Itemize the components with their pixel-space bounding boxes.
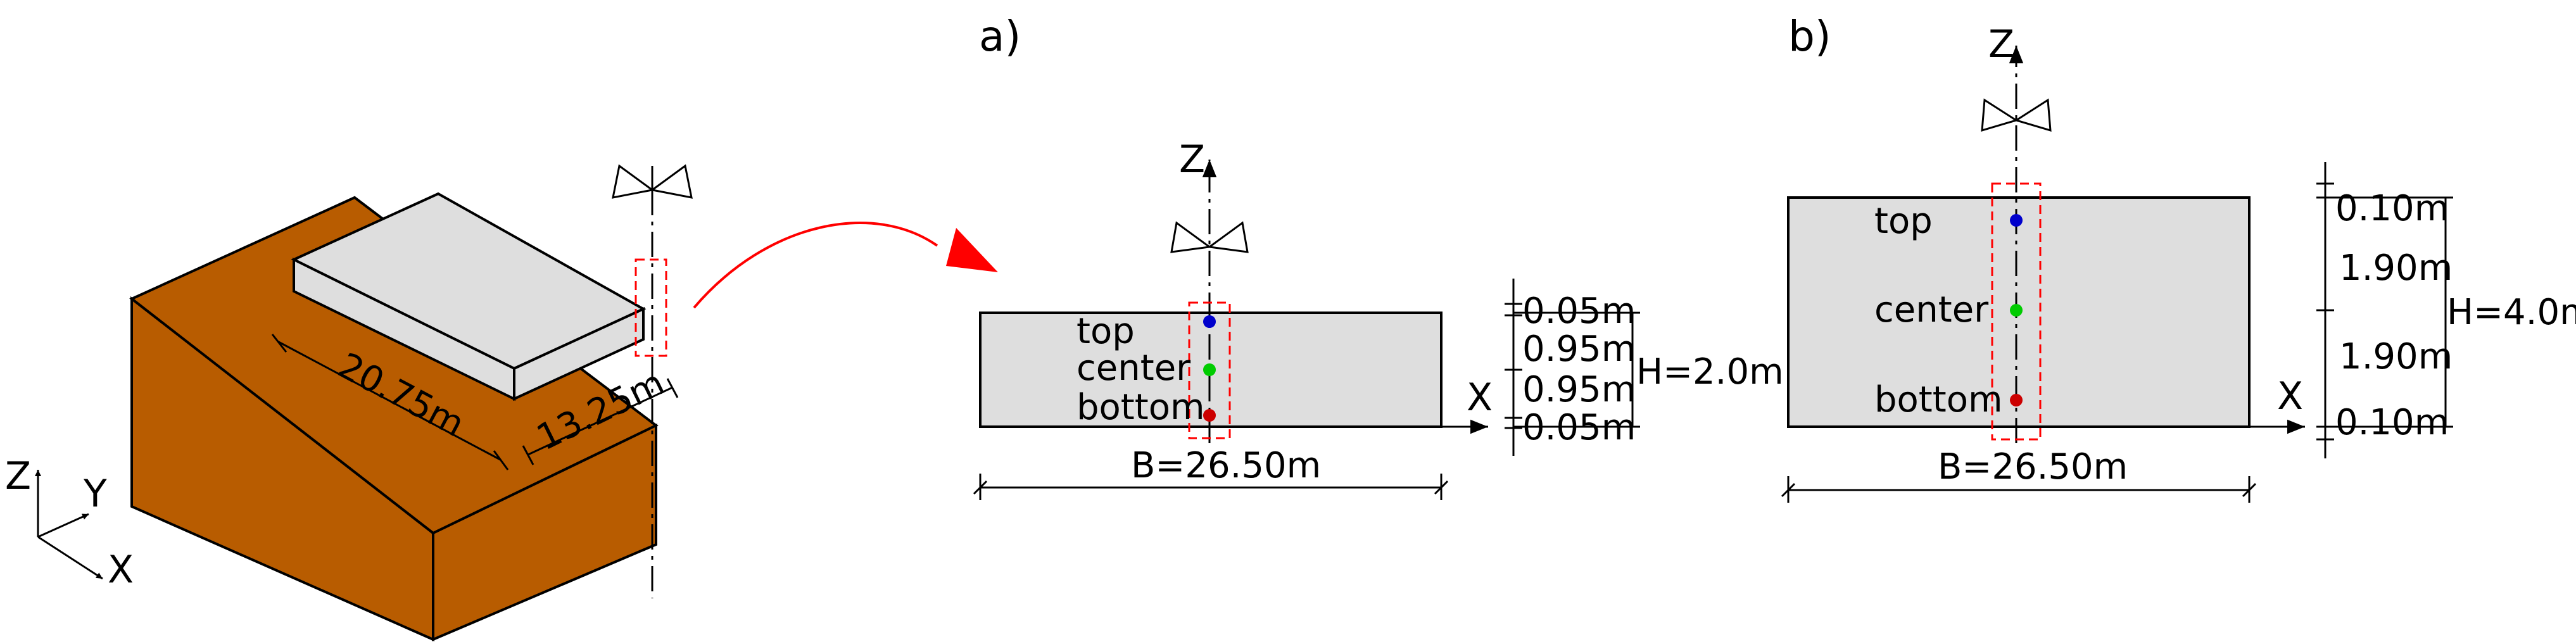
panel-a-red-dashed-box bbox=[1188, 301, 1231, 439]
panel-b-point-bottom-label: bottom bbox=[1874, 379, 2003, 420]
panel-a-point-top-label: top bbox=[1076, 311, 1135, 352]
panel-b-point-center bbox=[2010, 304, 2023, 317]
panel-a: a) X Z top center bottom B=26.50m bbox=[973, 12, 1784, 500]
panel-b-label: b) bbox=[1788, 12, 1831, 61]
iso-axis-y-label: Y bbox=[83, 472, 107, 516]
panel-b-bowtie-icon bbox=[1981, 98, 2052, 132]
panel-a-point-top bbox=[1203, 315, 1216, 328]
panel-a-point-center-label: center bbox=[1076, 348, 1191, 389]
panel-a-point-center bbox=[1203, 363, 1216, 376]
panel-a-height-label: H=2.0m bbox=[1636, 351, 1784, 393]
transition-arrow bbox=[693, 222, 998, 309]
slab-right-face bbox=[513, 306, 645, 401]
isometric-view: 20.75m 13.25m Z Y X bbox=[5, 164, 693, 642]
iso-red-dashed-box bbox=[635, 258, 667, 357]
dim-line-width bbox=[527, 386, 673, 456]
panel-a-dim-1: 0.95m bbox=[1522, 329, 1636, 370]
panel-a-dim-3: 0.05m bbox=[1522, 407, 1636, 448]
panel-b-height-label: H=4.0m bbox=[2447, 292, 2576, 333]
panel-a-axis-z-label: Z bbox=[1179, 137, 1205, 182]
panel-b-axis-x-label: X bbox=[2277, 374, 2303, 419]
panel-b-width-label: B=26.50m bbox=[1938, 446, 2128, 488]
panel-b-point-center-label: center bbox=[1874, 289, 1989, 330]
panel-b-point-bottom bbox=[2010, 394, 2023, 406]
panel-a-dim-2: 0.95m bbox=[1522, 369, 1636, 410]
panel-b-axis-z-label: Z bbox=[1988, 22, 2014, 66]
panel-a-height-dims bbox=[1505, 279, 1640, 456]
iso-bowtie-icon bbox=[612, 164, 693, 209]
panel-b-dim-2: 1.90m bbox=[2339, 336, 2453, 377]
panel-b-red-dashed-box bbox=[1991, 182, 2042, 441]
soil-right-face bbox=[432, 423, 657, 642]
panel-a-point-bottom bbox=[1203, 409, 1216, 422]
panel-b-dim-3: 0.10m bbox=[2335, 402, 2449, 443]
panel-b: b) X Z top center bottom B=26.50m bbox=[1781, 12, 2576, 503]
iso-coordinate-triad bbox=[35, 470, 103, 580]
panel-b-dim-0: 0.10m bbox=[2335, 188, 2449, 229]
panel-b-point-top-label: top bbox=[1874, 201, 1933, 242]
panel-b-dim-1: 1.90m bbox=[2339, 248, 2453, 289]
iso-axis-x-label: X bbox=[108, 548, 134, 592]
dim-line-length bbox=[278, 341, 501, 461]
panel-a-width-dim bbox=[973, 474, 1449, 500]
panel-a-width-label: B=26.50m bbox=[1131, 445, 1321, 486]
panel-b-height-dims bbox=[2316, 162, 2453, 458]
panel-a-point-bottom-label: bottom bbox=[1076, 387, 1205, 428]
panel-a-axis-x-label: X bbox=[1467, 375, 1493, 420]
panel-a-dim-0: 0.05m bbox=[1522, 291, 1636, 332]
panel-b-width-dim bbox=[1781, 476, 2257, 503]
iso-axis-z-label: Z bbox=[5, 454, 31, 498]
panel-b-point-top bbox=[2010, 214, 2023, 227]
panel-a-label: a) bbox=[979, 12, 1021, 61]
panel-a-bowtie-icon bbox=[1170, 221, 1249, 253]
